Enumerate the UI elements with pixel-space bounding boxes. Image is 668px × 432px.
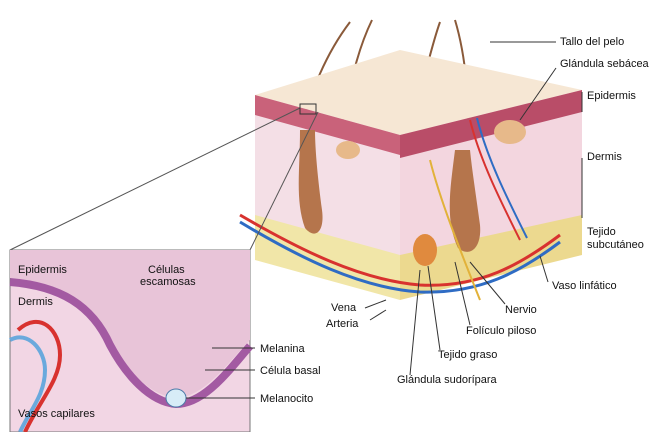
- label-inset-epidermis: Epidermis: [18, 264, 67, 276]
- label-nerve: Nervio: [505, 304, 537, 316]
- sweat-gland: [413, 234, 437, 266]
- label-lymph-vessel: Vaso linfático: [552, 280, 617, 292]
- melanocyte-cell: [166, 389, 186, 407]
- label-subcutaneous-2: subcutáneo: [587, 239, 644, 251]
- sebaceous-gland: [494, 120, 526, 144]
- label-hair-follicle: Folículo piloso: [466, 325, 536, 337]
- label-vein: Vena: [331, 302, 356, 314]
- label-melanin: Melanina: [260, 343, 305, 355]
- label-epidermis: Epidermis: [587, 90, 636, 102]
- label-fat-tissue: Tejido graso: [438, 349, 497, 361]
- label-squamous-2: escamosas: [140, 276, 196, 288]
- label-artery: Arteria: [326, 318, 358, 330]
- label-hair-shaft: Tallo del pelo: [560, 36, 624, 48]
- label-squamous-1: Células: [148, 264, 185, 276]
- label-inset-dermis: Dermis: [18, 296, 53, 308]
- label-dermis: Dermis: [587, 151, 622, 163]
- label-subcutaneous-1: Tejido: [587, 226, 616, 238]
- label-sebaceous-gland: Glándula sebácea: [560, 58, 649, 70]
- label-basal-cell: Célula basal: [260, 365, 321, 377]
- label-capillaries: Vasos capilares: [18, 408, 95, 420]
- label-sweat-gland: Glándula sudorípara: [397, 374, 497, 386]
- label-melanocyte: Melanocito: [260, 393, 313, 405]
